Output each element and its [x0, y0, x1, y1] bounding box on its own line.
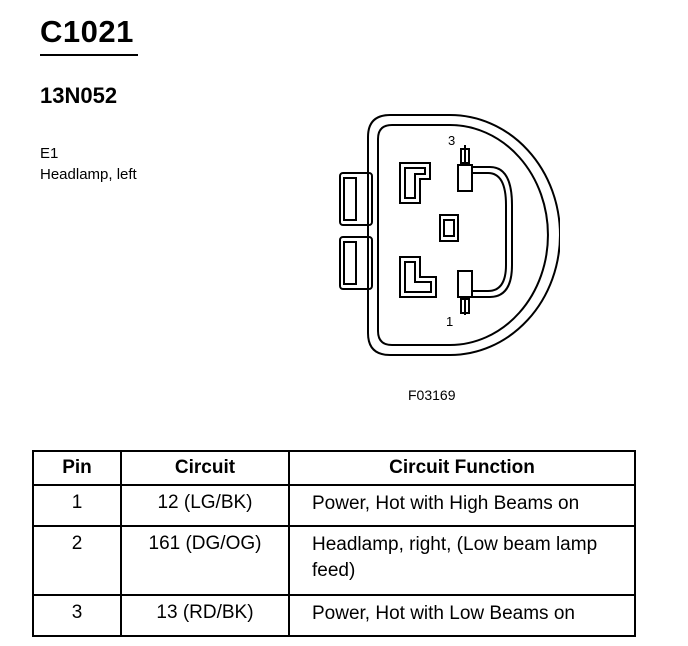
connector-outer-shell [367, 114, 560, 356]
latch-tab-lower-inner [343, 241, 357, 285]
diagram-pin-label-1: 1 [446, 314, 453, 329]
header-circuit-function: Circuit Function [288, 450, 636, 486]
latch-tab-lower [339, 236, 373, 290]
pin-3-terminal [457, 164, 473, 192]
pin-2-terminal [439, 214, 459, 242]
cell-circuit: 13 (RD/BK) [120, 594, 290, 637]
connector-id: C1021 [40, 14, 134, 49]
cell-circuit-function: Power, Hot with Low Beams on [288, 594, 636, 637]
cell-circuit: 161 (DG/OG) [120, 525, 290, 596]
connector-inner-shell [377, 124, 549, 346]
table-row: 2 161 (DG/OG) Headlamp, right, (Low beam… [32, 525, 636, 596]
table-row: 1 12 (LG/BK) Power, Hot with High Beams … [32, 484, 636, 527]
cell-circuit-function: Headlamp, right, (Low beam lamp feed) [288, 525, 636, 596]
header-circuit: Circuit [120, 450, 290, 486]
cell-circuit-function: Power, Hot with High Beams on [288, 484, 636, 527]
part-number: 13N052 [40, 83, 118, 108]
cell-pin: 3 [32, 594, 122, 637]
table-row: 3 13 (RD/BK) Power, Hot with Low Beams o… [32, 594, 636, 637]
cavity-upper-left [399, 162, 431, 204]
figure-id: F03169 [408, 387, 456, 403]
cell-circuit: 12 (LG/BK) [120, 484, 290, 527]
diagram-pin-label-3: 3 [448, 133, 455, 148]
cell-pin: 1 [32, 484, 122, 527]
terminal-bus-loop [472, 166, 513, 298]
location-description: Headlamp, left [40, 166, 137, 183]
pin-table-header-row: Pin Circuit Circuit Function [32, 450, 636, 486]
connector-id-underline [40, 54, 138, 56]
header-pin: Pin [32, 450, 122, 486]
connector-diagram: 3 1 [339, 114, 560, 356]
cavity-lower-left [399, 256, 437, 298]
pin-table: Pin Circuit Circuit Function 1 12 (LG/BK… [32, 450, 636, 637]
latch-tab-upper-inner [343, 177, 357, 221]
cell-pin: 2 [32, 525, 122, 596]
latch-tab-upper [339, 172, 373, 226]
location-code: E1 [40, 145, 59, 162]
pin-1-terminal [457, 270, 473, 298]
